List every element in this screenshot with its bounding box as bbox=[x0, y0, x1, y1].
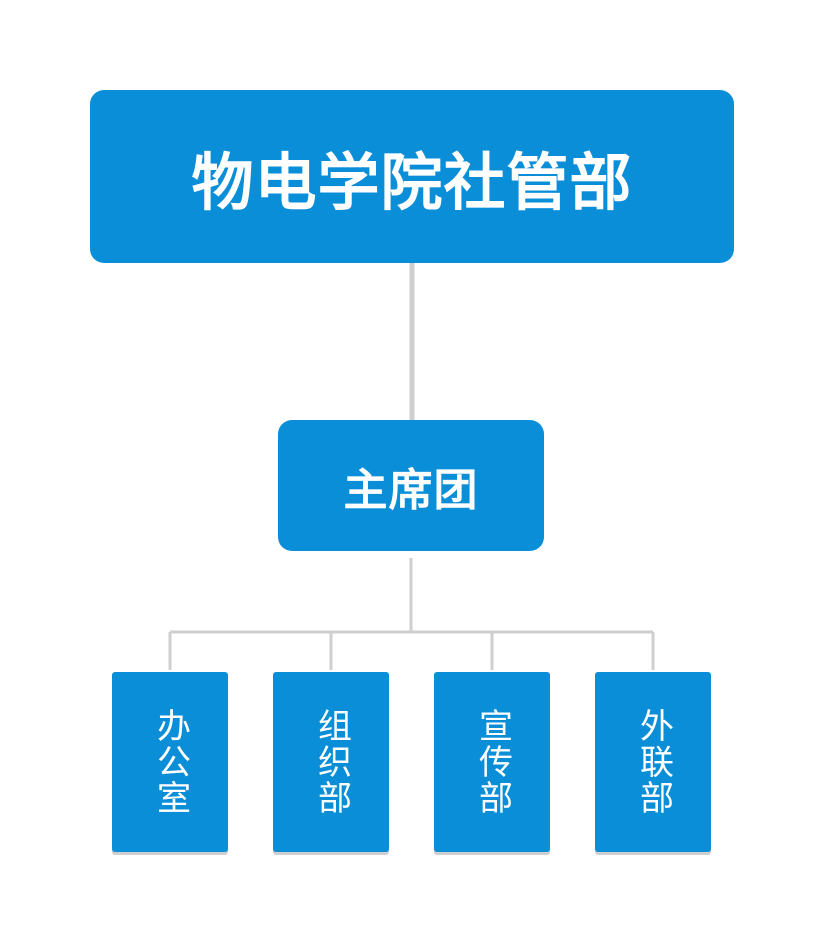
root-node: 物电学院社管部 bbox=[90, 90, 734, 263]
presidium-node: 主席团 bbox=[278, 420, 544, 551]
root-node-label: 物电学院社管部 bbox=[191, 145, 633, 219]
department-node-external-relations: 外联部 bbox=[595, 672, 711, 852]
department-node-office: 办公室 bbox=[112, 672, 228, 852]
department-node-publicity: 宣传部 bbox=[434, 672, 550, 852]
presidium-node-label: 主席团 bbox=[343, 464, 479, 516]
department-node-organization: 组织部 bbox=[273, 672, 389, 852]
department-label: 宣传部 bbox=[472, 708, 513, 816]
department-label: 办公室 bbox=[150, 708, 191, 816]
department-label: 组织部 bbox=[311, 708, 352, 816]
department-label: 外联部 bbox=[633, 708, 674, 816]
